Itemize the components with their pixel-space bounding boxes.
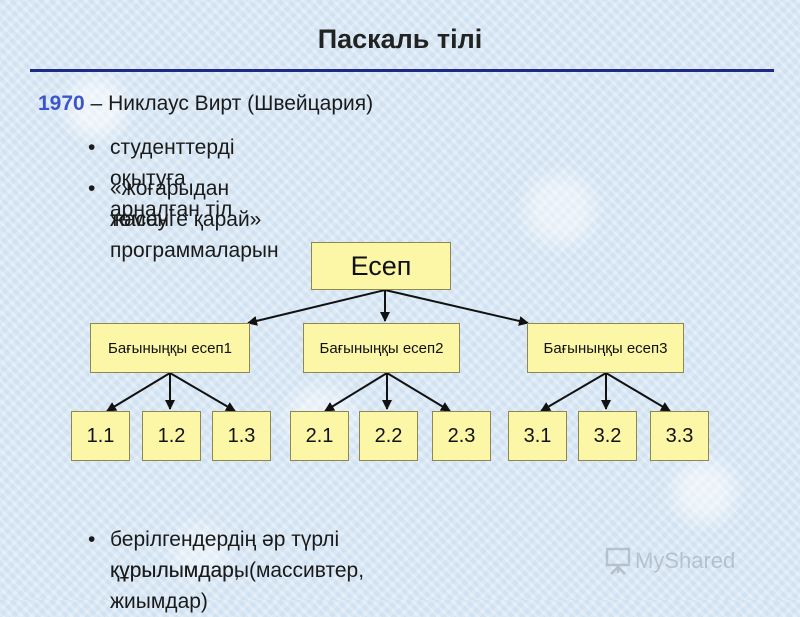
arrow [386, 372, 451, 412]
presentation-board-icon [605, 547, 631, 575]
leaf-box: 3.3 [650, 411, 709, 461]
subtask-box: Бағыныңқы есеп3 [527, 323, 684, 373]
arrow [106, 372, 171, 412]
leaf-box: 2.3 [432, 411, 491, 461]
bullet-text: құрылымдар, жиымдар) [110, 559, 240, 613]
leaf-box: 3.1 [508, 411, 567, 461]
arrow [247, 289, 386, 326]
leaf-box: 2.1 [290, 411, 349, 461]
bullet-dot: • [88, 528, 96, 551]
root-task-box: Есеп [311, 242, 451, 290]
watermark: MyShared [605, 545, 735, 577]
bullet-text: студенттерді оқытуға арналған тіл [110, 136, 235, 221]
arrow [324, 372, 388, 412]
watermark-text: MyShared [635, 548, 736, 573]
bullet-text: берілгендердің әр түрлі құрылымдары(масс… [110, 528, 365, 582]
subtask-box: Бағыныңқы есеп1 [90, 323, 250, 373]
title-underline [30, 69, 774, 72]
arrow [384, 289, 529, 326]
arrow [540, 372, 607, 412]
leaf-box: 1.2 [142, 411, 201, 461]
author: – Никлаус Вирт (Швейцария) [84, 92, 374, 115]
leaf-box: 3.2 [578, 411, 637, 461]
bullet-dot: • [88, 177, 96, 200]
year: 1970 [38, 92, 85, 115]
bullet-dot: • [88, 136, 96, 159]
slide-title: Паскаль тілі [317, 24, 483, 54]
bullet-text: жасау [110, 208, 169, 231]
history-line: 1970 – Никлаус Вирт (Швейцария) [38, 92, 373, 116]
leaf-box: 1.1 [71, 411, 130, 461]
arrow [169, 372, 236, 412]
leaf-box: 2.2 [359, 411, 418, 461]
tree-connectors [106, 289, 671, 412]
bullet-text: «жоғарыдан төменге қарай» программаларын [110, 177, 279, 262]
leaf-box: 1.3 [212, 411, 271, 461]
subtask-box: Бағыныңқы есеп2 [303, 323, 460, 373]
arrow [605, 372, 671, 412]
